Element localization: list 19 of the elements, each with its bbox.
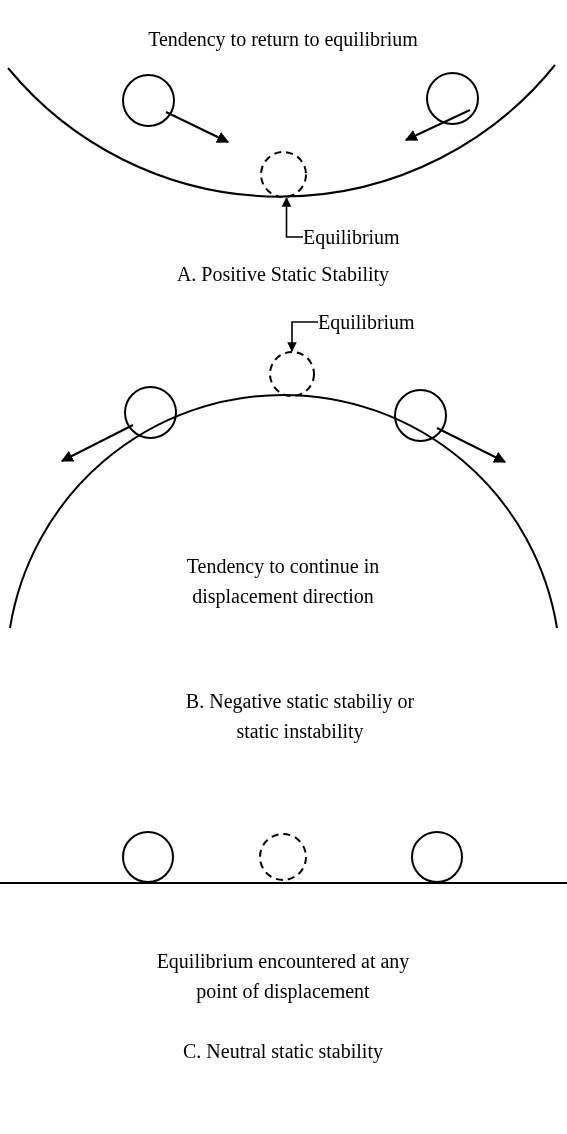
panel-caption: B. Negative static stabiliy or static instability bbox=[184, 689, 416, 745]
leader-line bbox=[281, 197, 304, 238]
leader-line bbox=[287, 321, 319, 352]
ball bbox=[124, 386, 177, 439]
ball bbox=[411, 831, 463, 883]
ball bbox=[394, 389, 447, 442]
description-text: Tendency to return to equilibrium bbox=[147, 27, 419, 53]
description-text: Equilibrium encountered at any point of displacement bbox=[155, 949, 411, 1005]
panel-caption: C. Neutral static stability bbox=[182, 1039, 384, 1065]
ball bbox=[122, 831, 174, 883]
panel-caption: A. Positive Static Stability bbox=[175, 262, 391, 288]
dashed-ball bbox=[269, 351, 315, 397]
description-text: Tendency to continue in displacement direction bbox=[185, 554, 381, 610]
equilibrium-label: Equilibrium bbox=[318, 309, 436, 335]
dashed-ball bbox=[260, 151, 307, 198]
dashed-ball bbox=[259, 833, 307, 881]
ball bbox=[122, 74, 175, 127]
ball bbox=[426, 72, 479, 125]
equilibrium-label: Equilibrium bbox=[303, 224, 421, 250]
